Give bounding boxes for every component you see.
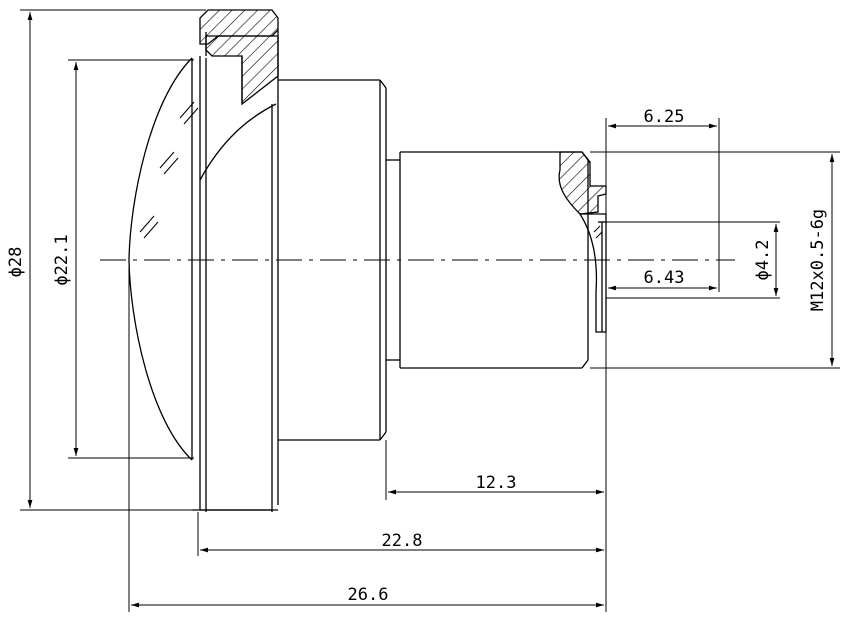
flange-body <box>192 58 279 512</box>
dim-barrel-length: 12.3 <box>476 473 517 493</box>
main-barrel <box>278 79 387 441</box>
dim-thread-length: 6.25 <box>644 107 685 127</box>
dim-outer-diameter: ϕ28 <box>6 247 26 278</box>
rear-section <box>558 151 607 333</box>
dim-thread-spec: M12x0.5-6g <box>808 209 828 311</box>
dim-rear-depth: 6.43 <box>644 268 685 288</box>
dimension-lines <box>27 12 835 608</box>
dim-lens-diameter: ϕ22.1 <box>52 234 72 285</box>
dim-flange-to-rear: 22.8 <box>382 531 423 551</box>
front-lens <box>128 56 277 510</box>
front-retainer-section <box>199 9 279 106</box>
dim-rear-diameter: ϕ4.2 <box>753 240 773 281</box>
dim-overall-length: 26.6 <box>348 585 389 605</box>
extension-lines <box>20 9 840 612</box>
